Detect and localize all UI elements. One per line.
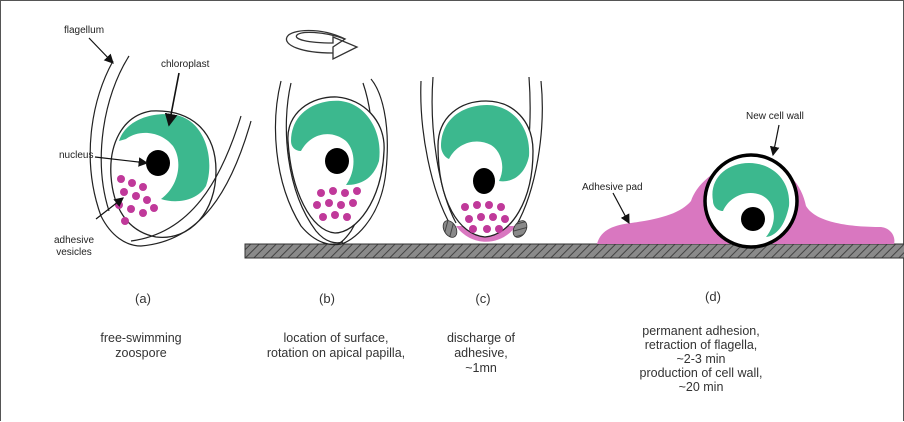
stage-d-line-2: retraction of flagella, xyxy=(621,338,781,352)
cell-b xyxy=(276,79,388,245)
stage-a-description: free-swimming zoospore xyxy=(81,331,201,361)
stage-c-line-1: discharge of xyxy=(426,331,536,346)
adhesive-vesicles-label: adhesive vesicles xyxy=(54,235,94,259)
adhesive-vesicles-line-1: adhesive xyxy=(54,235,94,247)
nucleus-label: nucleus xyxy=(59,150,93,162)
stage-b-line-1: location of surface, xyxy=(251,331,421,346)
chloroplast-label: chloroplast xyxy=(161,59,209,71)
rotation-arrow-icon xyxy=(286,31,357,60)
stage-d-line-4: production of cell wall, xyxy=(621,366,781,380)
stage-a-letter: (a) xyxy=(113,291,173,306)
adhesive-pad-label: Adhesive pad xyxy=(582,182,643,194)
cell-c xyxy=(421,77,542,242)
stage-a-line-2: zoospore xyxy=(81,346,201,361)
stage-c-line-2: adhesive, xyxy=(426,346,536,361)
stage-b-letter: (b) xyxy=(297,291,357,306)
stage-b-line-2: rotation on apical papilla, xyxy=(251,346,421,361)
new-cell-wall-label: New cell wall xyxy=(746,111,804,123)
stage-c-letter: (c) xyxy=(453,291,513,306)
substrate-surface xyxy=(245,244,904,258)
stage-d-letter: (d) xyxy=(683,289,743,304)
stage-d-line-5: ~20 min xyxy=(621,380,781,394)
stage-c-line-3: ~1mn xyxy=(426,361,536,376)
stage-d-line-1: permanent adhesion, xyxy=(621,324,781,338)
flagellum-label: flagellum xyxy=(64,25,104,37)
stage-a-line-1: free-swimming xyxy=(81,331,201,346)
stage-b-description: location of surface, rotation on apical … xyxy=(251,331,421,361)
stage-c-description: discharge of adhesive, ~1mn xyxy=(426,331,536,376)
nucleus-a xyxy=(146,150,170,176)
adhesive-vesicles-line-2: vesicles xyxy=(54,247,94,259)
stage-d-line-3: ~2-3 min xyxy=(621,352,781,366)
stage-d-description: permanent adhesion, retraction of flagel… xyxy=(621,324,781,394)
